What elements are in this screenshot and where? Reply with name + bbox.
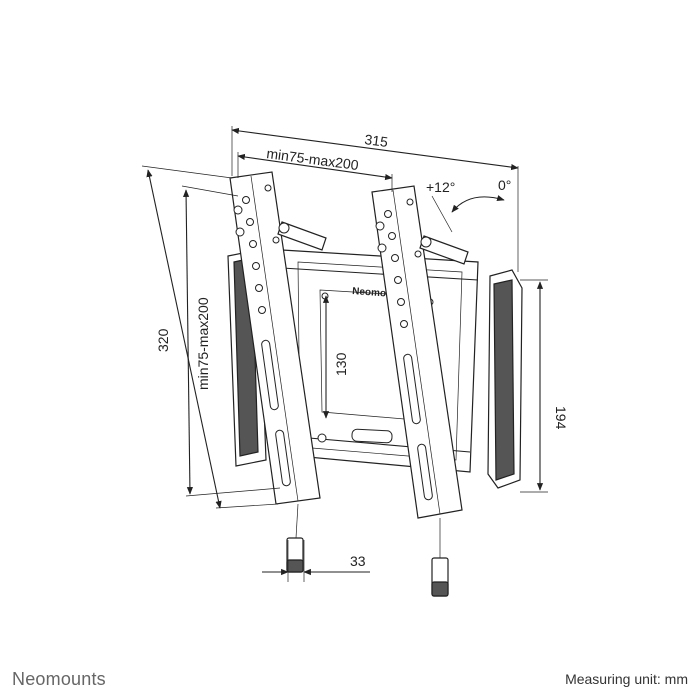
dimension-frame-height: 130 bbox=[322, 295, 349, 419]
right-wall-pad bbox=[487, 269, 523, 489]
depth-label: 33 bbox=[350, 553, 366, 569]
pad-height-label: 194 bbox=[553, 406, 569, 430]
rail-spacing-label: min75-max200 bbox=[266, 145, 360, 173]
dimension-pad-height: 194 bbox=[520, 279, 569, 493]
dimension-overall-width: 315 bbox=[231, 126, 519, 272]
frame-height-label: 130 bbox=[333, 352, 349, 376]
brand-logo-text: Neomounts bbox=[12, 669, 106, 689]
overall-width-label: 315 bbox=[364, 131, 389, 150]
right-tilt-rail bbox=[371, 185, 469, 597]
dimension-depth: 33 bbox=[262, 540, 370, 582]
dimension-vertical-spacing: min75-max200 bbox=[181, 185, 281, 497]
tilt-neutral-label: 0° bbox=[498, 177, 511, 193]
overall-height-label: 320 bbox=[155, 328, 171, 352]
vertical-spacing-label: min75-max200 bbox=[195, 297, 211, 390]
tilt-indicator: +12° 0° bbox=[426, 177, 511, 233]
measuring-unit-note: Measuring unit: mm bbox=[565, 671, 688, 687]
tilt-up-label: +12° bbox=[426, 179, 455, 195]
